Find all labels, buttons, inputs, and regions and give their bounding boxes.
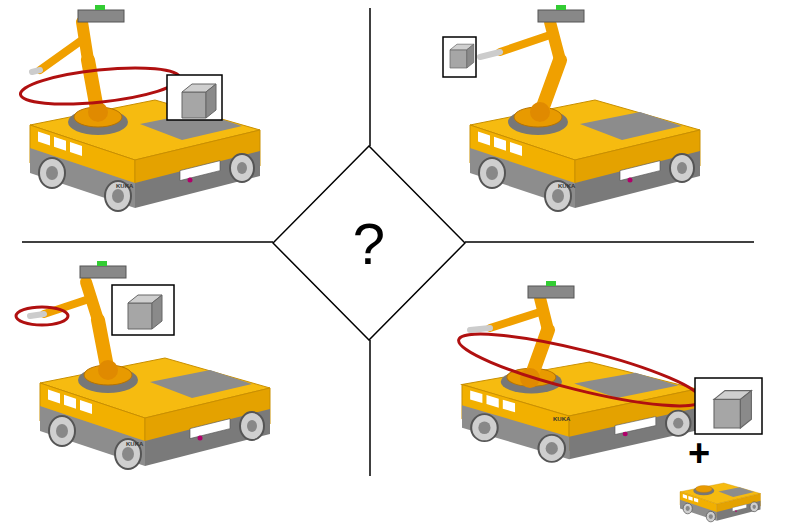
brand-logo: KUKA xyxy=(553,416,570,422)
decision-diamond: ? xyxy=(272,145,466,341)
brand-logo: KUKA xyxy=(558,183,575,189)
brand-logo: KUKA xyxy=(126,441,143,447)
plus-sign: + xyxy=(688,434,710,472)
node-text: ? xyxy=(272,145,466,341)
brand-logo: KUKA xyxy=(116,183,133,189)
